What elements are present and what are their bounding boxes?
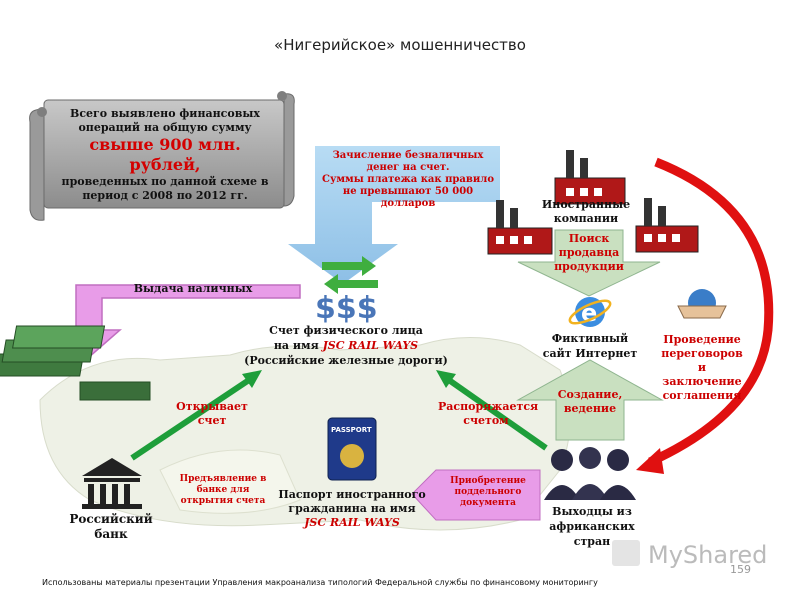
svg-text:PASSPORT: PASSPORT: [331, 426, 372, 434]
map-region: [159, 449, 301, 514]
scroll-line-3: проведенных по данной схеме в: [61, 175, 269, 188]
negotiation-arrow: [636, 157, 774, 474]
presentation-label: Предъявление в банке для открытия счета: [179, 474, 267, 506]
factory-icon-right: [635, 198, 699, 253]
passport-line-3: JSC RAIL WAYS: [304, 516, 400, 529]
internet-browser-icon: e: [568, 297, 612, 327]
deposit-line-3: Суммы платежа как правило: [322, 174, 494, 185]
account-line-2: на имя JSC RAIL WAYS: [238, 338, 454, 353]
account-line-3: (Российские железные дороги): [244, 354, 448, 367]
deposit-line-2: денег на счет.: [366, 162, 450, 173]
fake-site-label: Фиктивный сайт Интернет: [542, 332, 638, 360]
deposit-line-4: не превышают 50 000 долларов: [342, 186, 474, 209]
scroll-banner: [29, 91, 295, 221]
opens-account-label: Открывает счет: [176, 400, 248, 427]
passport-icon: PASSPORT: [327, 417, 377, 481]
passport-line-2: гражданина на имя: [288, 502, 416, 515]
scroll-line-2: операций на общую сумму: [78, 121, 252, 134]
factory-icon: [554, 150, 626, 205]
scroll-text: Всего выявлено финансовых операций на об…: [55, 107, 275, 203]
creation-arrow: [516, 359, 664, 441]
watermark-logo-icon: [612, 540, 640, 566]
foreign-companies-label: Иностранные компании: [541, 198, 631, 225]
deposit-arrow: [288, 146, 500, 284]
scroll-line-4: период с 2008 по 2012 гг.: [82, 189, 248, 202]
cash-icon: [0, 325, 151, 401]
cash-label: Выдача наличных: [133, 282, 253, 295]
creation-label: Создание, ведение: [557, 388, 623, 415]
account-name: JSC RAIL WAYS: [322, 339, 419, 352]
passport-label: Паспорт иностранного гражданина на имя J…: [276, 488, 428, 530]
forged-document-label: Приобретение поддельного документа: [450, 476, 526, 508]
african-origin-label: Выходцы из африканских стран: [549, 505, 635, 548]
negotiation-label: Проведение переговоров и заключение согл…: [661, 333, 743, 402]
account-line-1: Счет физического лица: [269, 324, 423, 337]
forged-document-arrow: [411, 469, 541, 521]
scroll-line-1: Всего выявлено финансовых: [70, 107, 260, 120]
deposit-text: Зачисление безналичных денег на счет. Су…: [318, 150, 498, 210]
deposit-line-1: Зачисление безналичных: [332, 150, 484, 161]
search-label: Поиск продавца продукции: [554, 232, 624, 273]
watermark: MyShared: [648, 541, 768, 569]
manages-account-arrow: [436, 370, 548, 451]
account-prefix: на имя: [273, 339, 323, 352]
scroll-highlight: свыше 900 млн. рублей,: [89, 135, 241, 174]
opens-account-arrow: [130, 370, 262, 461]
footer-source: Использованы материалы презентации Управ…: [42, 578, 598, 587]
slide-title: «Нигерийское» мошенничество: [274, 36, 526, 54]
manages-account-label: Распоряжается счетом: [438, 400, 539, 427]
search-arrow: [517, 229, 661, 297]
factory-icon-left: [487, 200, 553, 255]
page-number: 159: [730, 563, 751, 576]
bank-icon: [82, 458, 142, 509]
account-label: Счет физического лица на имя JSC RAIL WA…: [238, 323, 454, 368]
handshake-icon: [677, 289, 727, 319]
bank-label: Российский банк: [69, 512, 153, 541]
people-icon: [544, 447, 636, 500]
passport-line-1: Паспорт иностранного: [278, 488, 426, 501]
money-transfer-icon: $$$: [315, 256, 378, 326]
svg-text:$$$: $$$: [315, 291, 378, 326]
